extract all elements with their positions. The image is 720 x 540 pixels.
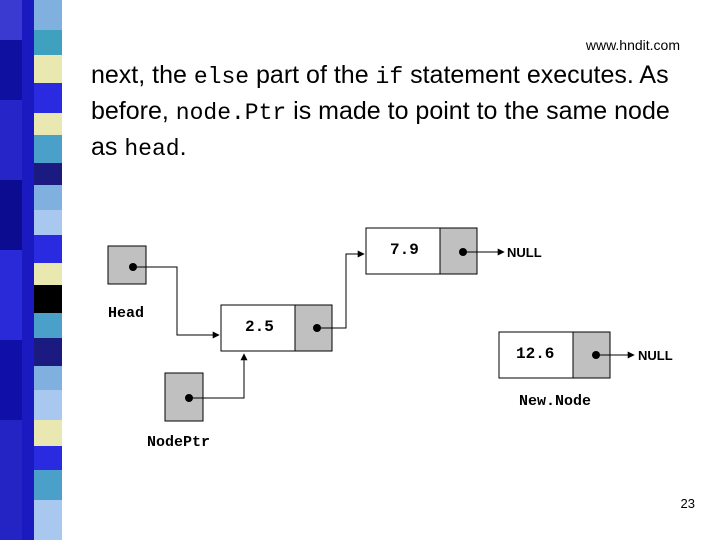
node-7-9 <box>365 227 478 275</box>
page-number: 23 <box>680 496 695 511</box>
site-url: www.hndit.com <box>585 37 680 53</box>
nodeptr-pointer <box>164 372 204 422</box>
node-2-5 <box>220 304 333 352</box>
nodeptr-arrow <box>189 353 248 399</box>
code-if: if <box>375 64 404 90</box>
null-label-2: NULL <box>638 348 673 363</box>
head-label: Head <box>108 305 144 322</box>
nodeptr-label: NodePtr <box>147 434 210 451</box>
text-segment: is made to point to the same node as <box>91 97 670 161</box>
new-node-value: 12.6 <box>516 345 554 363</box>
code-nodeptr: node.Ptr <box>175 100 287 126</box>
node-2-5-next-arrow <box>317 250 365 329</box>
stripe-pattern <box>0 0 73 540</box>
slide-body-text: next, the else part of the if statement … <box>91 58 691 166</box>
new-node-12-6 <box>498 331 611 379</box>
text-segment: next, the <box>91 61 194 89</box>
text-segment: part of the <box>249 61 376 89</box>
node-2-5-value: 2.5 <box>245 318 274 336</box>
head-pointer <box>107 245 147 285</box>
head-arrow <box>133 266 220 339</box>
text-segment: . <box>179 133 187 161</box>
text-segment: statement executes. As before, <box>91 61 669 125</box>
decorative-stripe-bar <box>0 0 73 540</box>
node-7-9-value: 7.9 <box>390 241 419 259</box>
code-else: else <box>193 64 250 90</box>
new-node-label: New.Node <box>519 393 591 410</box>
code-head: head <box>124 136 180 162</box>
null-label-1: NULL <box>507 245 542 260</box>
